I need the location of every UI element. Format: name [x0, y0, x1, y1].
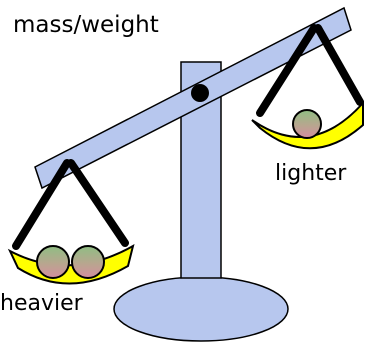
scale-base	[113, 276, 289, 342]
left-hanger-left	[12, 159, 71, 250]
left-hanger-right	[67, 159, 129, 247]
left-ball-1	[36, 245, 70, 279]
heavier-label: heavier	[0, 291, 83, 316]
left-ball-2	[71, 245, 105, 279]
pivot-point	[191, 84, 209, 102]
right-hanger-right	[314, 24, 364, 106]
right-hanger-left	[256, 24, 318, 117]
right-pan	[251, 100, 364, 150]
right-ball	[292, 109, 322, 139]
lighter-label: lighter	[275, 161, 347, 186]
diagram-title: mass/weight	[13, 12, 159, 38]
